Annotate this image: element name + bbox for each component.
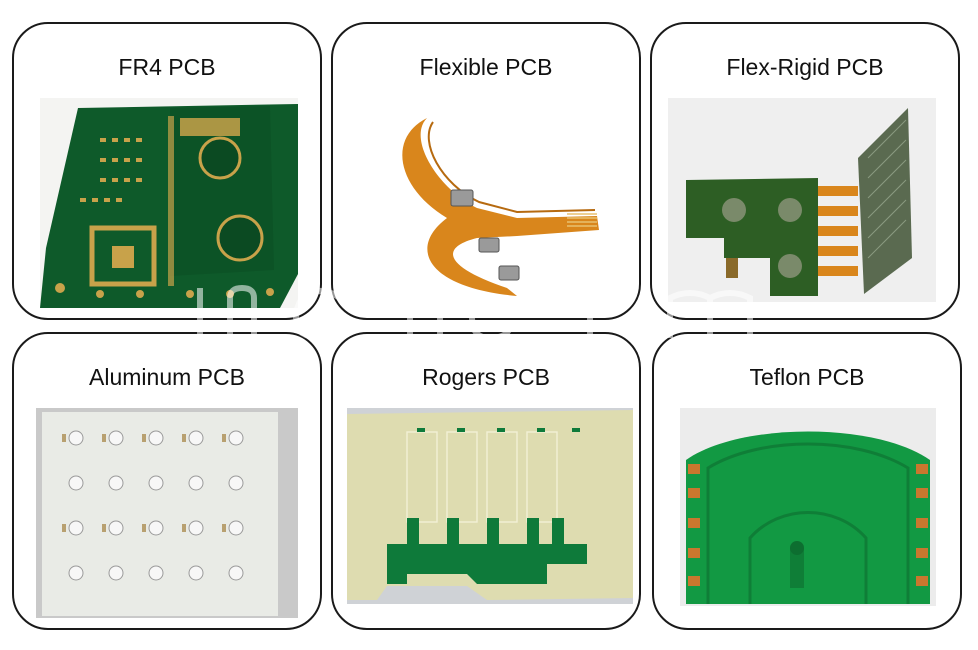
flexible-pcb-photo — [367, 98, 611, 310]
card-flexible-pcb: Flexible PCB — [331, 22, 641, 320]
aluminum-pcb-photo — [36, 408, 298, 618]
card-rogers-pcb: Rogers PCB — [331, 332, 641, 630]
card-flex-rigid-pcb: Flex-Rigid PCB — [650, 22, 960, 320]
card-teflon-pcb: Teflon PCB — [652, 332, 962, 630]
card-title: Aluminum PCB — [89, 364, 245, 390]
card-title: Teflon PCB — [749, 364, 865, 390]
card-title: Flexible PCB — [419, 54, 553, 80]
card-title: FR4 PCB — [118, 54, 216, 80]
flex-rigid-pcb-photo — [668, 98, 936, 302]
card-aluminum-pcb: Aluminum PCB — [12, 332, 322, 630]
card-fr4-pcb: FR4 PCB — [12, 22, 322, 320]
fr4-pcb-photo — [40, 98, 298, 308]
teflon-pcb-photo — [680, 408, 936, 606]
card-title: Rogers PCB — [422, 364, 550, 390]
card-title: Flex-Rigid PCB — [726, 54, 884, 80]
rogers-pcb-photo — [347, 408, 633, 604]
